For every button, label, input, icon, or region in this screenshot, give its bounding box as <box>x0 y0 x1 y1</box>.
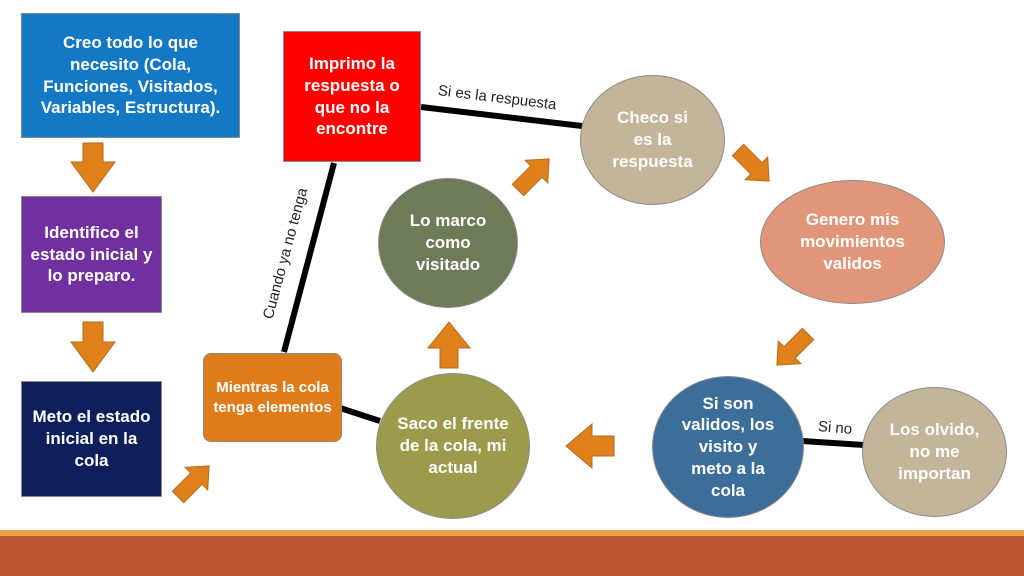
node-enqueue-initial: Meto el estado inicial en la cola <box>21 381 162 497</box>
footer-band-dark <box>0 536 1024 576</box>
connector-while-to-print <box>281 162 337 353</box>
node-identify: Identifico el estado inicial y lo prepar… <box>21 196 162 313</box>
node-if-valid: Si son validos, los visito y meto a la c… <box>652 376 804 518</box>
arrow-up-right-1 <box>171 465 210 504</box>
node-create: Creo todo lo que necesito (Cola, Funcion… <box>21 13 240 138</box>
arrow-down-2 <box>70 321 116 373</box>
node-print-answer: Imprimo la respuesta o que no la encontr… <box>283 31 421 162</box>
footer-band-light <box>0 530 1024 536</box>
arrow-up-right-2 <box>511 158 550 197</box>
connector-valid-to-forget <box>801 438 865 448</box>
arrow-down-right-1 <box>731 143 770 182</box>
connector-print-to-check <box>420 104 583 129</box>
node-while-queue: Mientras la cola tenga elementos <box>203 353 342 442</box>
edge-label-if-not: Si no <box>817 418 853 438</box>
node-dequeue: Saco el frente de la cola, mi actual <box>376 373 530 519</box>
node-forget: Los olvido, no me importan <box>862 387 1007 517</box>
arrow-down-left-1 <box>776 327 815 366</box>
arrow-up-1 <box>426 321 472 369</box>
connector-while-to-dequeue <box>339 405 381 424</box>
node-mark-visited: Lo marco como visitado <box>378 178 518 308</box>
arrow-down-1 <box>70 142 116 193</box>
node-check-answer: Checo si es la respuesta <box>580 75 725 205</box>
arrow-left-1 <box>565 422 615 470</box>
node-generate-moves: Genero mis movimientos validos <box>760 180 945 304</box>
